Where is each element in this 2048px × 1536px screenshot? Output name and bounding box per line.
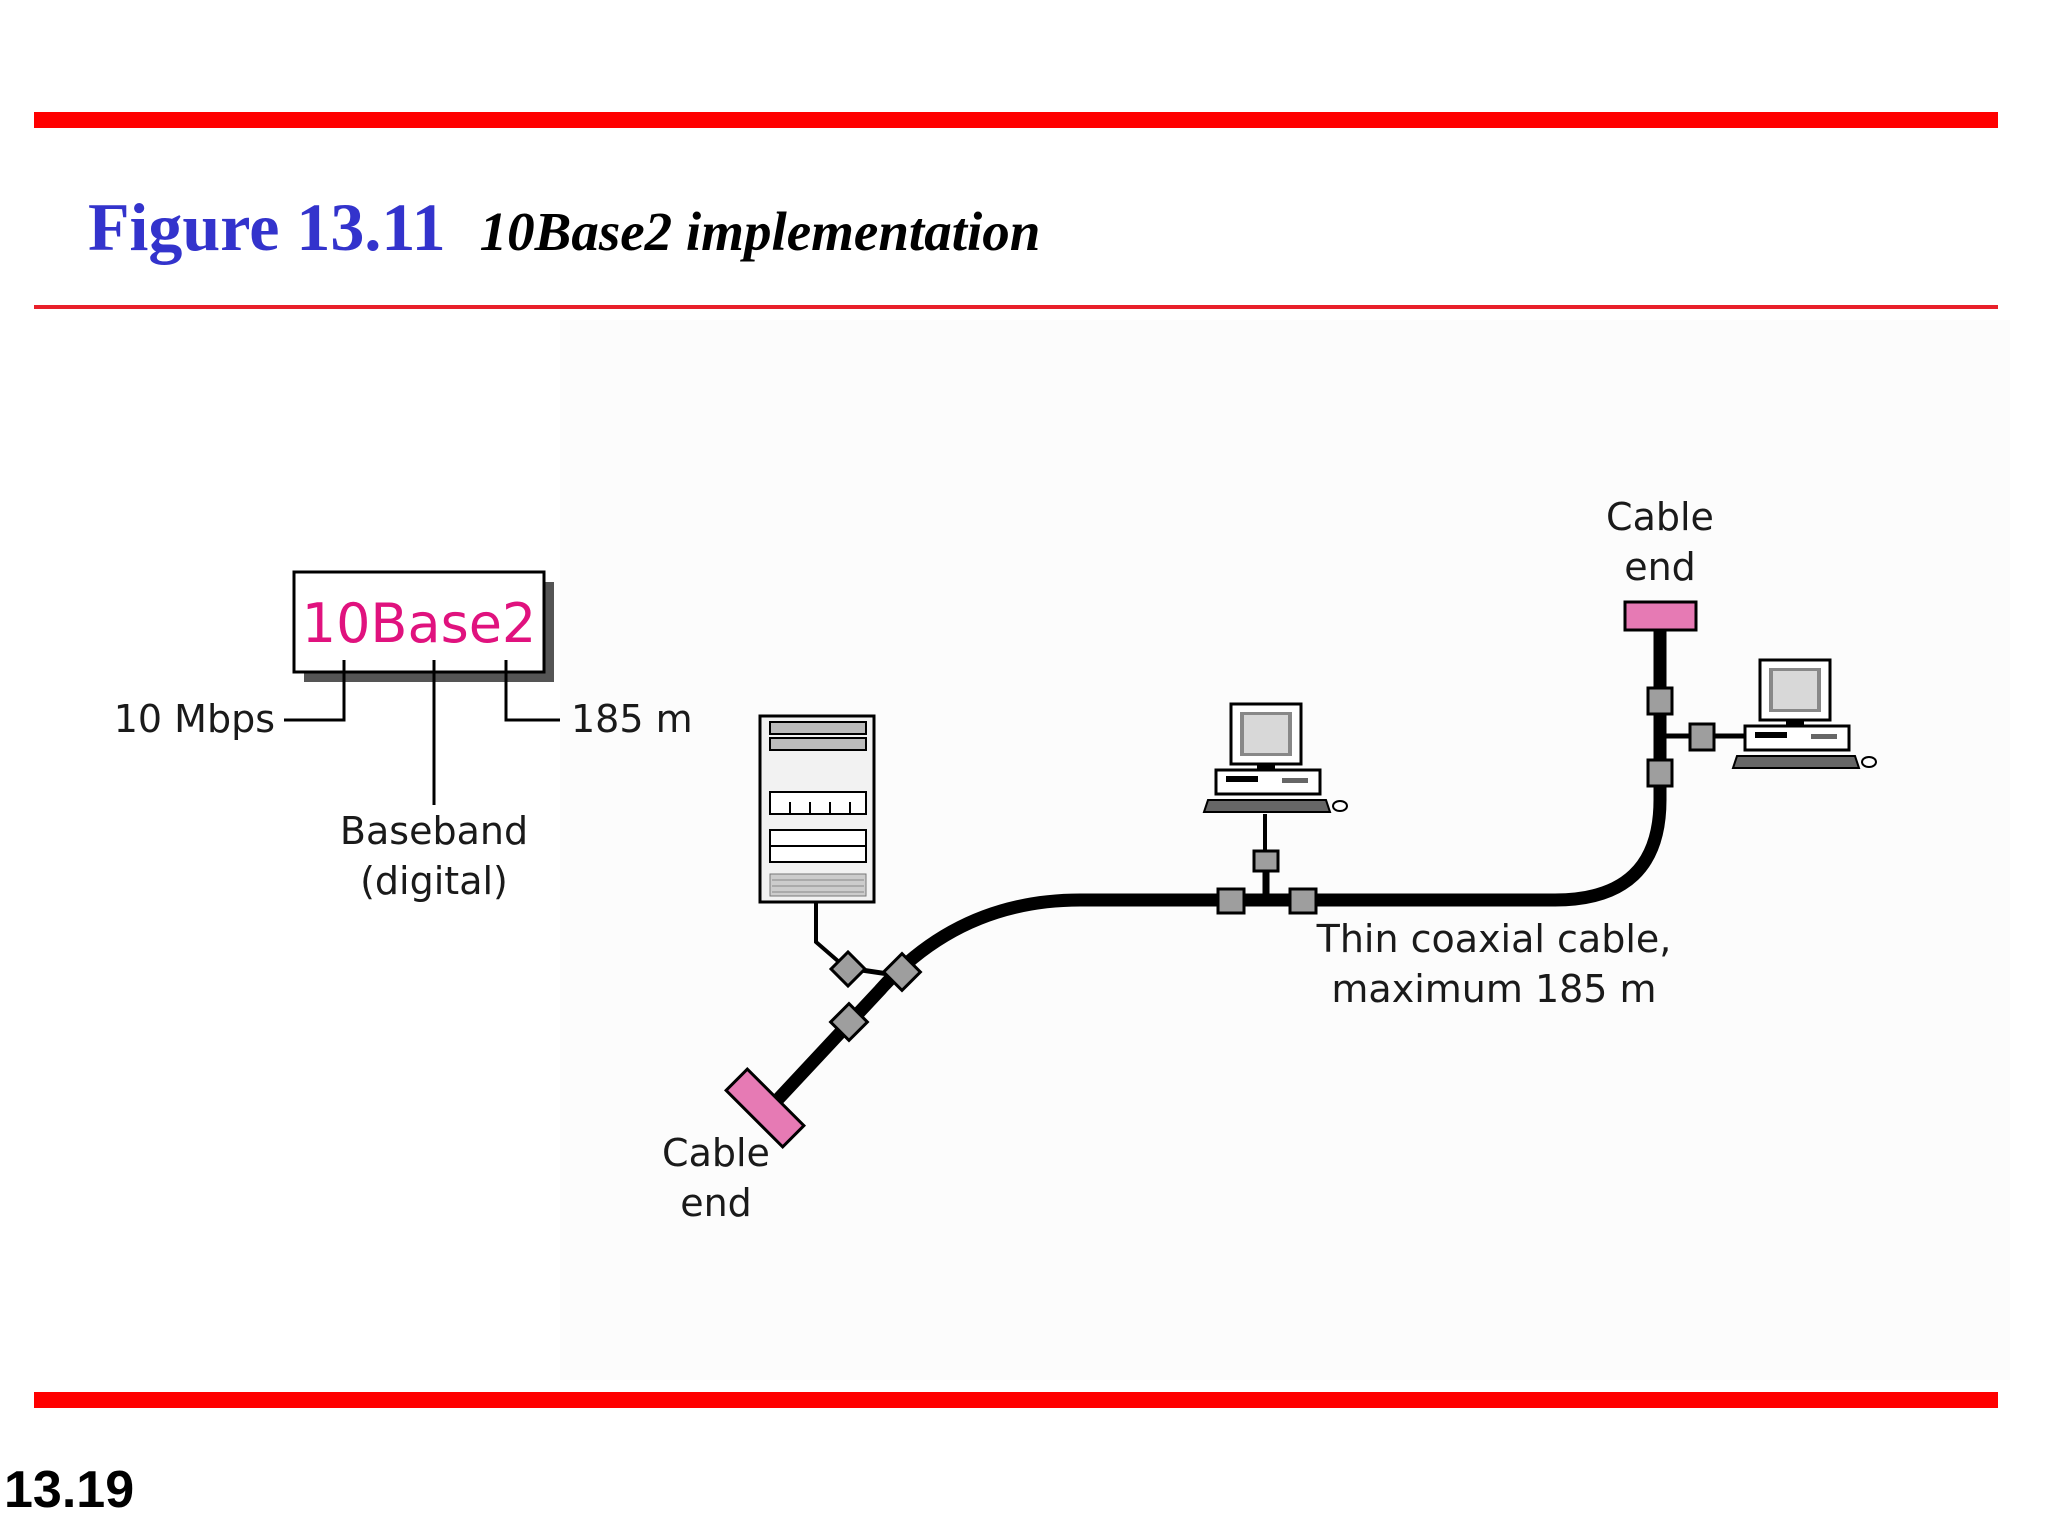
rate-leader [284,660,346,722]
computer-icon-middle [1202,702,1348,813]
cable-end-terminator-top [1623,600,1698,632]
cable-end-terminator-bottom [723,1066,807,1150]
middle-tee-drop [1252,849,1280,873]
figure-caption: 10Base2 implementation [479,201,1041,262]
figure-label: Figure 13.11 [88,189,446,265]
cable-end-bottom-label-line2: end [680,1181,752,1225]
server-icon [758,714,876,904]
right-tee-lower [1646,758,1674,788]
thin-coaxial-cable [763,630,1667,1115]
server-drop-cable [814,902,848,970]
cable-label-line2: maximum 185 m [1331,967,1656,1011]
top-rule [34,112,1998,128]
server-tee-upper [881,951,923,993]
cable-label-line1: Thin coaxial cable, [1316,917,1672,961]
cable-end-bottom-label-line1: Cable [662,1131,770,1175]
bottom-rule [34,1392,1998,1408]
signal-label-line2: (digital) [360,859,508,903]
computer-icon-right [1731,658,1877,769]
cable-end-top-label-line2: end [1624,545,1696,589]
legend-box [292,570,546,674]
figure-title: Figure 13.11 10Base2 implementation [88,188,1040,267]
right-tee-drop [1688,722,1716,752]
server-tee-lower [828,1001,870,1043]
naming-legend: 10Base2 10 Mbps 185 m Baseband (digital) [114,570,693,903]
legend-name: 10Base2 [302,592,537,655]
server-tee-drop [828,949,868,989]
cable-end-top-label-line1: Cable [1606,495,1714,539]
page-number: 13.19 [4,1461,135,1519]
title-rule [34,305,1998,309]
length-label: 185 m [571,697,693,741]
middle-tee-right [1288,887,1318,915]
length-leader [504,660,560,722]
middle-tee-left [1216,887,1246,915]
right-tee-upper [1646,686,1674,716]
rate-label: 10 Mbps [114,697,275,741]
signal-label-line1: Baseband [340,809,528,853]
